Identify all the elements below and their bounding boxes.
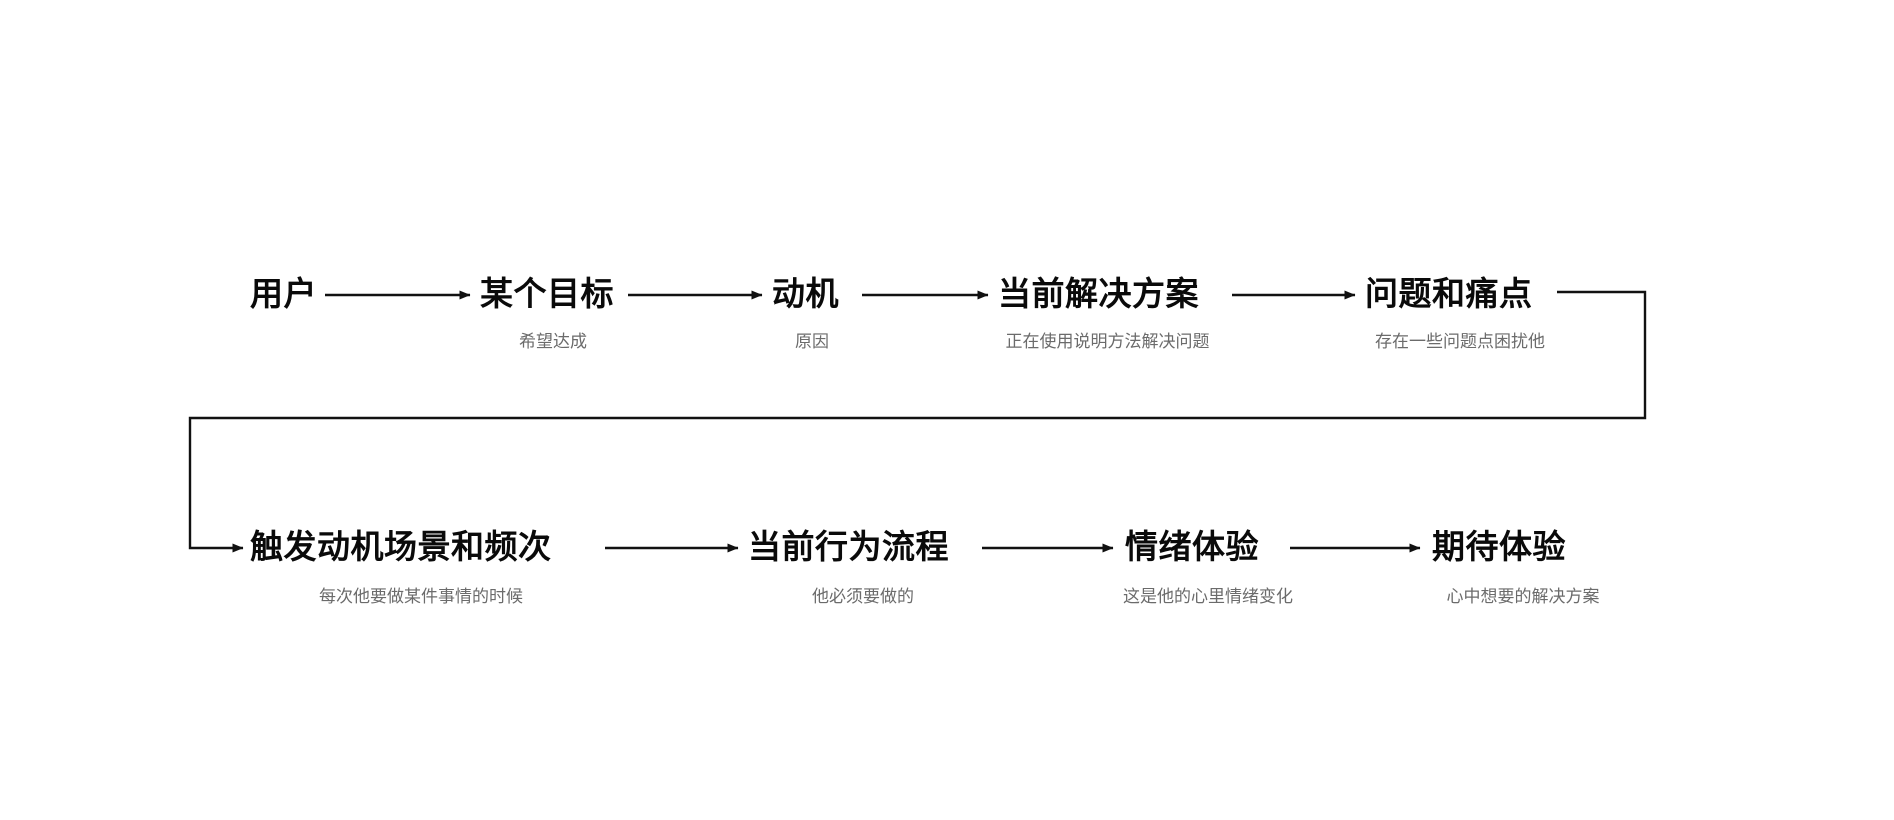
node-current-solution-subtitle: 正在使用说明方法解决问题	[1005, 332, 1210, 351]
node-user[interactable]: 用户	[250, 274, 317, 314]
node-expected-experience-label: 期待体验	[1432, 528, 1566, 565]
node-current-flow-subtitle: 他必须要做的	[812, 587, 914, 606]
node-current-solution-subtitle-wrap: 正在使用说明方法解决问题	[975, 330, 1240, 354]
node-trigger-scene[interactable]: 触发动机场景和频次	[250, 527, 552, 567]
node-pain-points-subtitle-wrap: 存在一些问题点困扰他	[1340, 330, 1580, 354]
node-motivation-label: 动机	[772, 275, 839, 312]
node-current-flow[interactable]: 当前行为流程	[748, 527, 949, 567]
node-goal-subtitle: 希望达成	[519, 332, 587, 351]
node-goal[interactable]: 某个目标	[480, 274, 614, 314]
node-expected-experience-subtitle: 心中想要的解决方案	[1446, 587, 1600, 606]
node-pain-points-subtitle: 存在一些问题点困扰他	[1375, 332, 1545, 351]
node-emotional-experience-label: 情绪体验	[1125, 528, 1259, 565]
node-goal-label: 某个目标	[480, 275, 614, 312]
node-current-solution-label: 当前解决方案	[998, 275, 1199, 312]
node-user-label: 用户	[250, 275, 317, 312]
node-emotional-experience-subtitle: 这是他的心里情绪变化	[1123, 587, 1293, 606]
node-motivation-subtitle: 原因	[795, 332, 829, 351]
node-pain-points-label: 问题和痛点	[1365, 275, 1533, 312]
node-trigger-scene-subtitle: 每次他要做某件事情的时候	[319, 587, 523, 606]
node-expected-experience[interactable]: 期待体验	[1432, 527, 1566, 567]
node-current-flow-subtitle-wrap: 他必须要做的	[748, 585, 978, 609]
node-emotional-experience[interactable]: 情绪体验	[1125, 527, 1259, 567]
node-trigger-scene-subtitle-wrap: 每次他要做某件事情的时候	[250, 585, 592, 609]
node-expected-experience-subtitle-wrap: 心中想要的解决方案	[1418, 585, 1628, 609]
node-emotional-experience-subtitle-wrap: 这是他的心里情绪变化	[1093, 585, 1323, 609]
node-trigger-scene-label: 触发动机场景和频次	[250, 528, 552, 565]
node-motivation-subtitle-wrap: 原因	[772, 330, 852, 354]
node-current-flow-label: 当前行为流程	[748, 528, 949, 565]
node-pain-points[interactable]: 问题和痛点	[1365, 274, 1533, 314]
node-motivation[interactable]: 动机	[772, 274, 839, 314]
node-goal-subtitle-wrap: 希望达成	[480, 330, 626, 354]
node-current-solution[interactable]: 当前解决方案	[998, 274, 1199, 314]
